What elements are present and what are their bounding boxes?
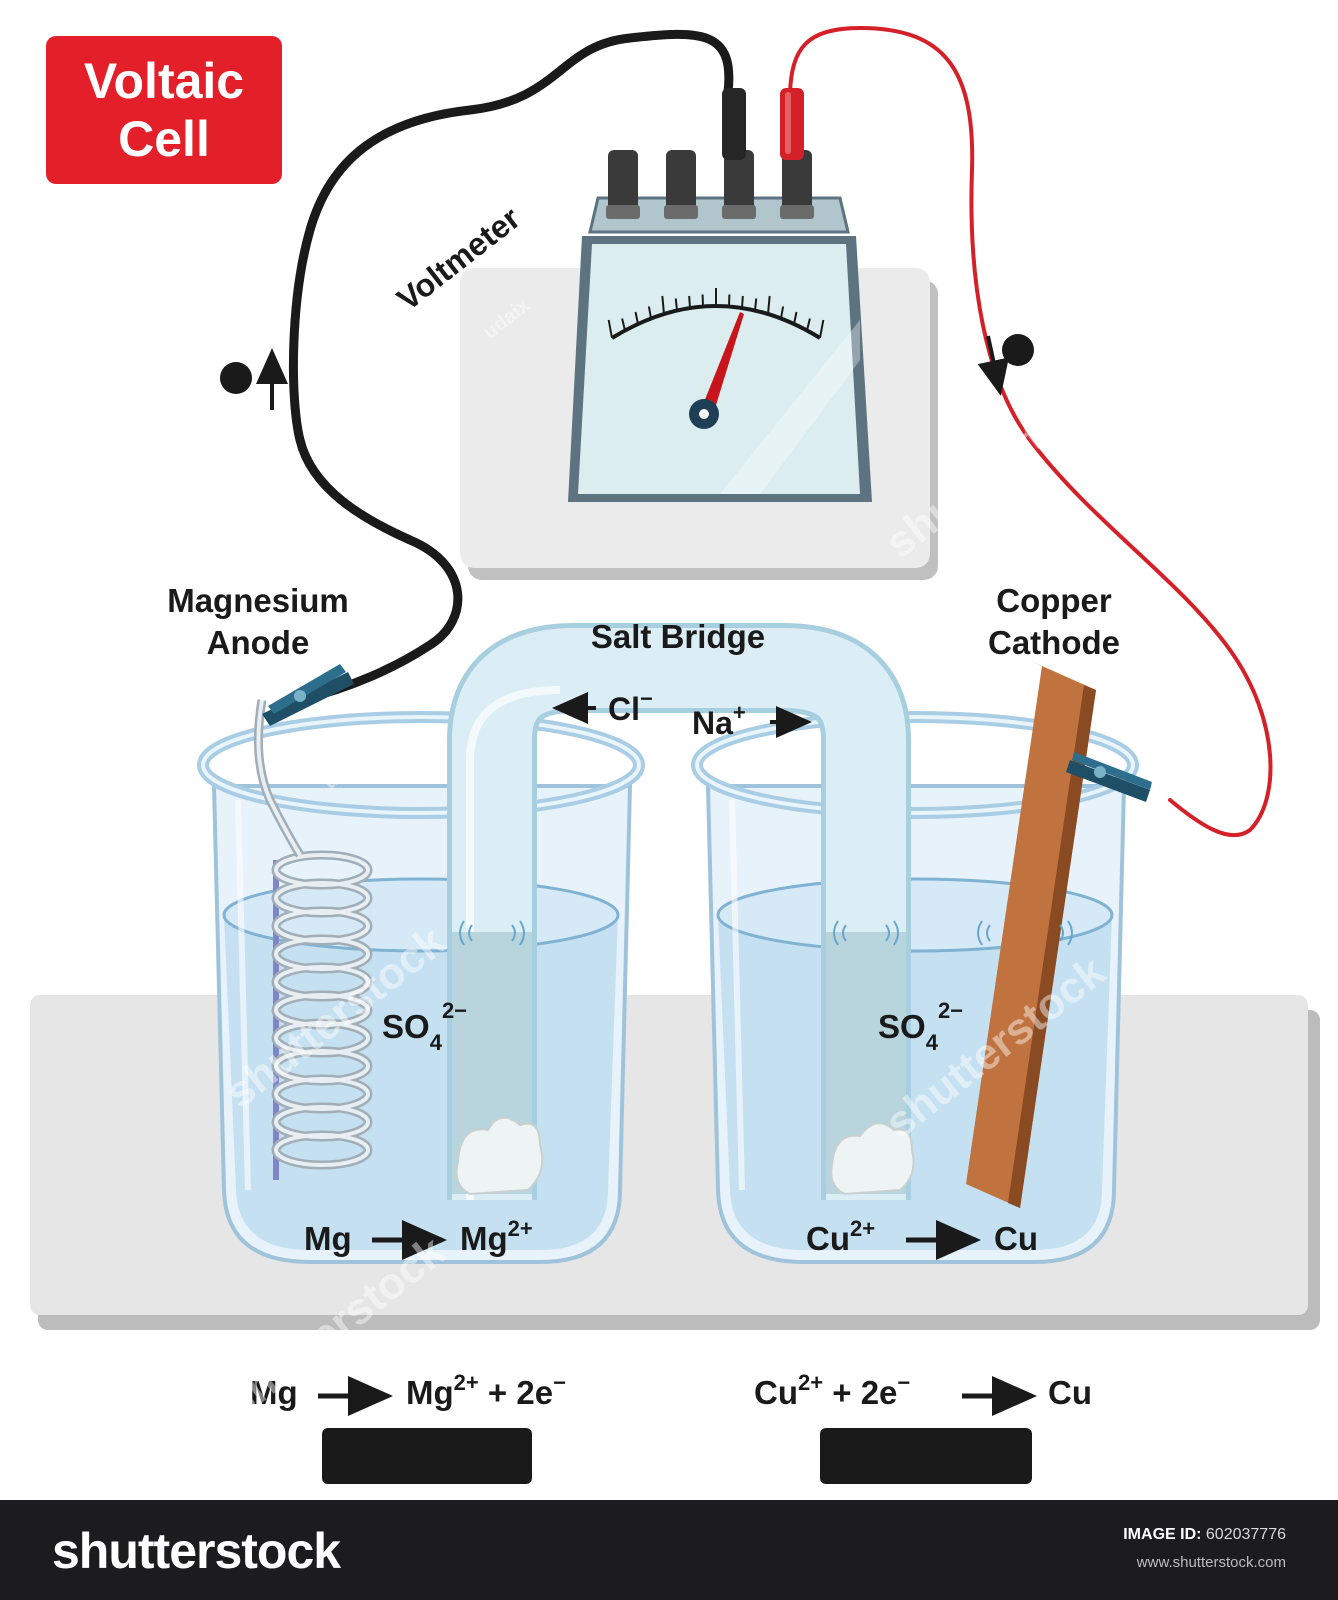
salt-bridge-label: Salt Bridge bbox=[591, 618, 765, 655]
svg-text:Mg: Mg bbox=[250, 1374, 298, 1411]
cathode-label-line1: Copper bbox=[996, 582, 1112, 619]
copper-strip bbox=[966, 661, 1096, 1208]
bubble-marks bbox=[459, 920, 1073, 946]
red-plug bbox=[780, 88, 804, 160]
scale-tick bbox=[806, 318, 811, 331]
scale-tick bbox=[780, 306, 785, 319]
scale-tick bbox=[793, 311, 798, 325]
coil-turn bbox=[274, 1133, 370, 1167]
sodium-symbol: Na bbox=[692, 705, 733, 741]
svg-text:Cu: Cu bbox=[994, 1220, 1038, 1257]
svg-text:Cu: Cu bbox=[1048, 1374, 1092, 1411]
footer-image-id-value: 602037776 bbox=[1205, 1526, 1286, 1543]
anode-clip bbox=[262, 664, 354, 726]
title-line1: Voltaic bbox=[83, 53, 245, 109]
svg-text:Cl−: Cl− bbox=[608, 686, 653, 727]
oxidation-label: Oxidation bbox=[351, 1437, 503, 1474]
scale-tick bbox=[607, 319, 613, 339]
chloride-ion: Cl− bbox=[552, 686, 653, 727]
footer-bar: shutterstock IMAGE ID: 602037776 www.shu… bbox=[0, 1500, 1338, 1600]
voltmeter bbox=[568, 88, 872, 502]
svg-text:Mg2+ + 2e−: Mg2+ + 2e− bbox=[406, 1370, 566, 1411]
svg-text:Mg: Mg bbox=[304, 1220, 352, 1257]
scale-tick bbox=[647, 306, 652, 319]
voltmeter-needle bbox=[700, 312, 744, 418]
footer-logo[interactable]: shutterstock bbox=[52, 1523, 341, 1579]
chloride-charge: − bbox=[640, 686, 653, 711]
right-beaker-reaction: Cu2+ Cu bbox=[806, 1216, 1038, 1260]
reduction-badge: Reduction bbox=[820, 1428, 1032, 1484]
svg-text:Cu2+: Cu2+ bbox=[806, 1216, 875, 1257]
scale-tick bbox=[819, 319, 825, 339]
scale-tick bbox=[754, 298, 758, 311]
scale-tick bbox=[674, 298, 678, 311]
svg-text:Cu2+ + 2e−: Cu2+ + 2e− bbox=[754, 1370, 910, 1411]
salt-plug-left bbox=[455, 1116, 544, 1196]
sulfate-right: SO42− bbox=[878, 998, 963, 1055]
scale-tick bbox=[741, 295, 744, 309]
voltmeter-scale-ticks bbox=[607, 288, 825, 339]
black-wire bbox=[288, 29, 734, 705]
footer-url[interactable]: www.shutterstock.com bbox=[1136, 1554, 1286, 1571]
black-plug bbox=[722, 88, 746, 160]
electron-arrow-left: e- bbox=[220, 348, 288, 410]
left-beaker-reaction: Mg Mg2+ bbox=[304, 1216, 533, 1260]
footer-image-id: IMAGE ID: 602037776 bbox=[1123, 1526, 1286, 1544]
reduction-label: Reduction bbox=[845, 1437, 1006, 1474]
svg-text:Na+: Na+ bbox=[692, 700, 746, 741]
footer-image-id-label: IMAGE ID: bbox=[1123, 1526, 1202, 1543]
voltmeter-terminals bbox=[606, 150, 814, 219]
anode-label-line2: Anode bbox=[207, 624, 310, 661]
scale-tick bbox=[634, 311, 639, 325]
electron-label-right: e- bbox=[1010, 341, 1026, 361]
electron-arrow-right: e- bbox=[977, 334, 1034, 396]
salt-plug-right bbox=[830, 1122, 915, 1196]
oxidation-badge: Oxidation bbox=[322, 1428, 532, 1484]
magnesium-coil bbox=[253, 699, 373, 1180]
title-badge: Voltaic Cell bbox=[46, 36, 282, 184]
reduction-equation: Cu2+ + 2e− Cu bbox=[754, 1370, 1092, 1416]
scale-tick bbox=[688, 295, 691, 309]
scale-tick bbox=[767, 295, 771, 315]
scale-tick bbox=[661, 295, 665, 315]
sodium-charge: + bbox=[733, 700, 746, 725]
salt-bridge bbox=[447, 623, 915, 1200]
anode-label-line1: Magnesium bbox=[167, 582, 349, 619]
sulfate-left: SO42− bbox=[382, 998, 467, 1055]
scale-tick bbox=[621, 318, 626, 331]
red-wire bbox=[788, 25, 1273, 838]
cathode-clip bbox=[1066, 752, 1152, 802]
svg-text:Mg2+: Mg2+ bbox=[460, 1216, 533, 1257]
cathode-label-line2: Cathode bbox=[988, 624, 1120, 661]
electron-label-left: e- bbox=[228, 369, 244, 389]
chloride-symbol: Cl bbox=[608, 691, 640, 727]
oxidation-equation: Mg Mg2+ + 2e− bbox=[250, 1370, 566, 1416]
title-line2: Cell bbox=[118, 111, 210, 167]
sodium-ion: Na+ bbox=[692, 700, 812, 741]
